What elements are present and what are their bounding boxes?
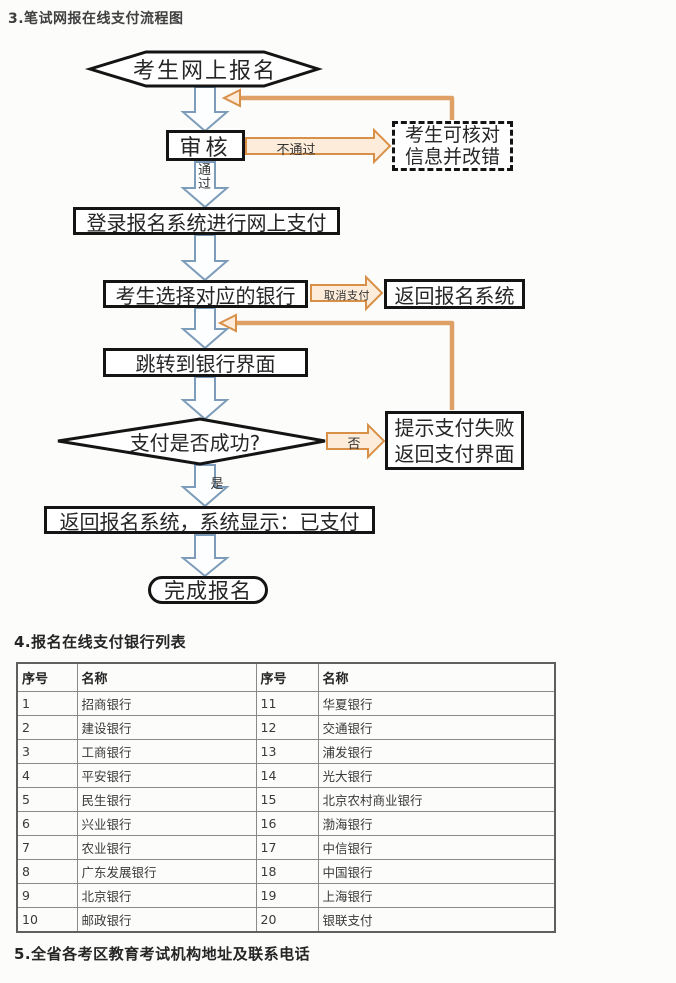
section-5-title: 5.全省各考区教育考试机构地址及联系电话 (14, 945, 311, 963)
branch-arrow-no (326, 422, 386, 460)
flow-arrow-decision-to-paid (180, 464, 230, 508)
decision-diamond-shape (57, 417, 326, 466)
edge-label-pass: 通过 (197, 163, 211, 192)
node-login-pay: 登录报名系统进行网上支付 (73, 207, 340, 235)
node-start: 考生网上报名 (132, 59, 277, 84)
table-cell: 工商银行 (76, 739, 257, 764)
column-header: 名称 (76, 662, 257, 692)
table-cell: 浦发银行 (317, 739, 556, 764)
table-cell: 17 (255, 835, 319, 860)
table-cell: 13 (255, 739, 319, 764)
table-cell: 4 (16, 763, 78, 788)
table-cell: 交通银行 (317, 715, 556, 740)
table-cell: 民生银行 (76, 787, 257, 812)
table-cell: 银联支付 (317, 907, 556, 933)
table-cell: 8 (16, 859, 78, 884)
node-jump-bank: 跳转到银行界面 (103, 348, 308, 377)
flow-arrow-paid-to-finish (180, 534, 230, 578)
column-header: 名称 (317, 662, 556, 692)
table-cell: 3 (16, 739, 78, 764)
node-paid-result: 返回报名系统，系统显示：已支付 (44, 506, 375, 534)
feedback-line-correct-to-start (234, 95, 455, 120)
flowchart-canvas (57, 50, 455, 578)
table-cell: 20 (255, 907, 319, 933)
table-cell: 广东发展银行 (76, 859, 257, 884)
table-cell: 上海银行 (317, 883, 556, 908)
branch-arrow-cancel (310, 274, 384, 312)
section-3-title: 3.笔试网报在线支付流程图 (8, 11, 184, 27)
flow-arrow-start-to-review (180, 86, 230, 133)
column-header: 序号 (255, 662, 319, 692)
column-header: 序号 (16, 662, 78, 692)
table-cell: 兴业银行 (76, 811, 257, 836)
table-cell: 平安银行 (76, 763, 257, 788)
table-cell: 10 (16, 907, 78, 933)
node-return-system: 返回报名系统 (384, 279, 525, 309)
table-cell: 渤海银行 (317, 811, 556, 836)
edge-label-no: 否 (347, 437, 361, 452)
table-cell: 9 (16, 883, 78, 908)
node-decision: 支付是否成功? (129, 430, 261, 455)
section-4-title: 4.报名在线支付银行列表 (14, 633, 187, 651)
table-cell: 北京银行 (76, 883, 257, 908)
table-cell: 中信银行 (317, 835, 556, 860)
table-cell: 光大银行 (317, 763, 556, 788)
edge-label-yes: 是 (210, 477, 224, 492)
flow-arrow-login-to-select (180, 234, 230, 282)
table-cell: 12 (255, 715, 319, 740)
start-hexagon-shape (84, 50, 323, 88)
node-correct-info: 考生可核对 信息并改错 (392, 121, 513, 171)
flow-arrow-select-to-jump (180, 307, 230, 350)
edge-label-reject: 不通过 (276, 143, 316, 158)
table-cell: 农业银行 (76, 835, 257, 860)
table-cell: 19 (255, 883, 319, 908)
table-cell: 14 (255, 763, 319, 788)
table-cell: 建设银行 (76, 715, 257, 740)
table-cell: 16 (255, 811, 319, 836)
branch-arrow-reject (245, 127, 392, 165)
table-cell: 招商银行 (76, 691, 257, 716)
table-cell: 7 (16, 835, 78, 860)
table-cell: 1 (16, 691, 78, 716)
table-cell: 18 (255, 859, 319, 884)
node-select-bank: 考生选择对应的银行 (103, 280, 308, 308)
feedback-line-fail-to-bank-select (230, 320, 455, 410)
flow-arrow-review-to-login (180, 161, 230, 209)
table-cell: 中国银行 (317, 859, 556, 884)
table-cell: 6 (16, 811, 78, 836)
table-cell: 5 (16, 787, 78, 812)
bank-table-header-row: 序号名称序号名称 (16, 662, 556, 692)
table-cell: 2 (16, 715, 78, 740)
edge-label-cancel: 取消支付 (324, 289, 370, 302)
table-cell: 11 (255, 691, 319, 716)
table-cell: 15 (255, 787, 319, 812)
table-cell: 华夏银行 (317, 691, 556, 716)
flow-arrow-jump-to-decision (180, 376, 230, 421)
feedback-arrowhead-middle (217, 313, 237, 333)
feedback-arrowhead-top (221, 88, 241, 108)
node-payment-failed: 提示支付失败 返回支付界面 (385, 411, 524, 470)
table-cell: 北京农村商业银行 (317, 787, 556, 812)
node-review: 审核 (166, 130, 245, 161)
node-finish: 完成报名 (148, 576, 268, 604)
table-cell: 邮政银行 (76, 907, 257, 933)
